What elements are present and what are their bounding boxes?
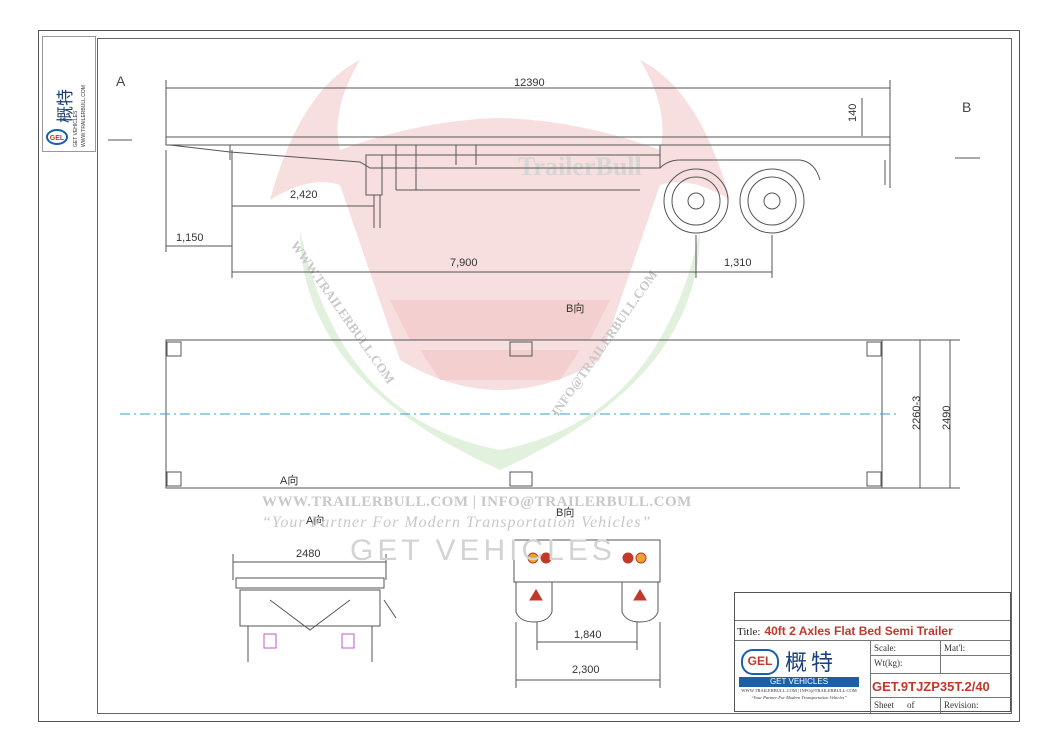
logo-chinese-name: 概特 bbox=[785, 651, 838, 676]
company-logo: GEL 概特 GET VEHICLES WWW.TRAILERBULL.COM … bbox=[739, 647, 859, 703]
dim-rear-width: 2,300 bbox=[572, 664, 600, 676]
watermark-slogan: “Your Partner For Modern Transportation … bbox=[262, 514, 652, 531]
title-block-vline bbox=[940, 697, 941, 713]
section-label-a-view: A向 bbox=[306, 513, 324, 527]
section-label-b: B bbox=[962, 99, 971, 115]
sidebar-logo: GEL 概特 GET VEHICLES WWW.TRAILERBULL.COM bbox=[42, 36, 96, 152]
dim-front-overhang: 1,150 bbox=[176, 232, 204, 244]
section-label-b-view: B向 bbox=[566, 301, 584, 315]
title-block-divider bbox=[870, 673, 1012, 674]
watermark-brand: GET VEHICLES bbox=[350, 534, 616, 567]
drawing-code: GET.9TJZP35T.2/40 bbox=[872, 679, 990, 694]
side-view: 12390 140 2,420 1,150 bbox=[165, 77, 891, 278]
title-block: Title:40ft 2 Axles Flat Bed Semi Trailer… bbox=[734, 592, 1012, 713]
dim-front-width: 2480 bbox=[296, 548, 320, 560]
dim-kingpin: 2,420 bbox=[290, 189, 318, 201]
title-block-vline bbox=[870, 640, 871, 713]
drawing-frame-inner bbox=[97, 38, 1012, 714]
dim-wheelbase: 7,900 bbox=[450, 257, 478, 269]
front-view: 2480 bbox=[232, 548, 397, 662]
sheet-label: Sheet bbox=[874, 700, 894, 710]
dim-track-rear: 1,840 bbox=[574, 629, 602, 641]
logo-slogan: “Your Partner For Modern Transportation … bbox=[751, 695, 847, 700]
title-block-divider bbox=[735, 620, 1010, 621]
of-label: of bbox=[907, 700, 915, 710]
title-block-divider bbox=[870, 655, 1012, 656]
logo-badge: GEL bbox=[741, 649, 779, 675]
title-block-divider bbox=[735, 640, 1010, 641]
sidebar-logo-graphic: GEL bbox=[46, 129, 68, 145]
logo-contact: WWW.TRAILERBULL.COM | INFO@TRAILERBULL.C… bbox=[741, 688, 857, 693]
dim-width-lock: 2260-3 bbox=[911, 396, 923, 430]
title-block-vline bbox=[940, 640, 941, 673]
dim-deck-height: 140 bbox=[847, 104, 859, 122]
watermark-trailerbull: TrailerBull bbox=[518, 152, 642, 181]
title-block-divider bbox=[870, 697, 1012, 698]
top-view: 2260-3 2490 bbox=[120, 339, 960, 489]
section-label-b-small: B向 bbox=[556, 505, 574, 519]
scale-label: Scale: bbox=[874, 643, 896, 653]
section-label-a-small: A向 bbox=[280, 473, 298, 487]
section-label-a: A bbox=[116, 73, 126, 89]
weight-label: Wt(kg): bbox=[874, 658, 903, 668]
dim-axle-spacing: 1,310 bbox=[724, 257, 752, 269]
title-label: Title: bbox=[737, 626, 761, 638]
watermark-website: WWW.TRAILERBULL.COM | INFO@TRAILERBULL.C… bbox=[262, 494, 692, 510]
dim-width-total: 2490 bbox=[941, 406, 953, 430]
sidebar-badge: GEL bbox=[50, 135, 65, 142]
logo-brand-bar: GET VEHICLES bbox=[739, 677, 859, 687]
title-value: 40ft 2 Axles Flat Bed Semi Trailer bbox=[764, 624, 953, 638]
dim-overall-length: 12390 bbox=[514, 77, 545, 89]
drawing-frame-outer bbox=[38, 30, 1020, 722]
revision-label: Revision: bbox=[944, 700, 979, 710]
title-row: Title:40ft 2 Axles Flat Bed Semi Trailer bbox=[737, 624, 953, 638]
matl-label: Mat'l: bbox=[944, 643, 966, 653]
rear-view: 1,840 2,300 bbox=[513, 539, 661, 688]
